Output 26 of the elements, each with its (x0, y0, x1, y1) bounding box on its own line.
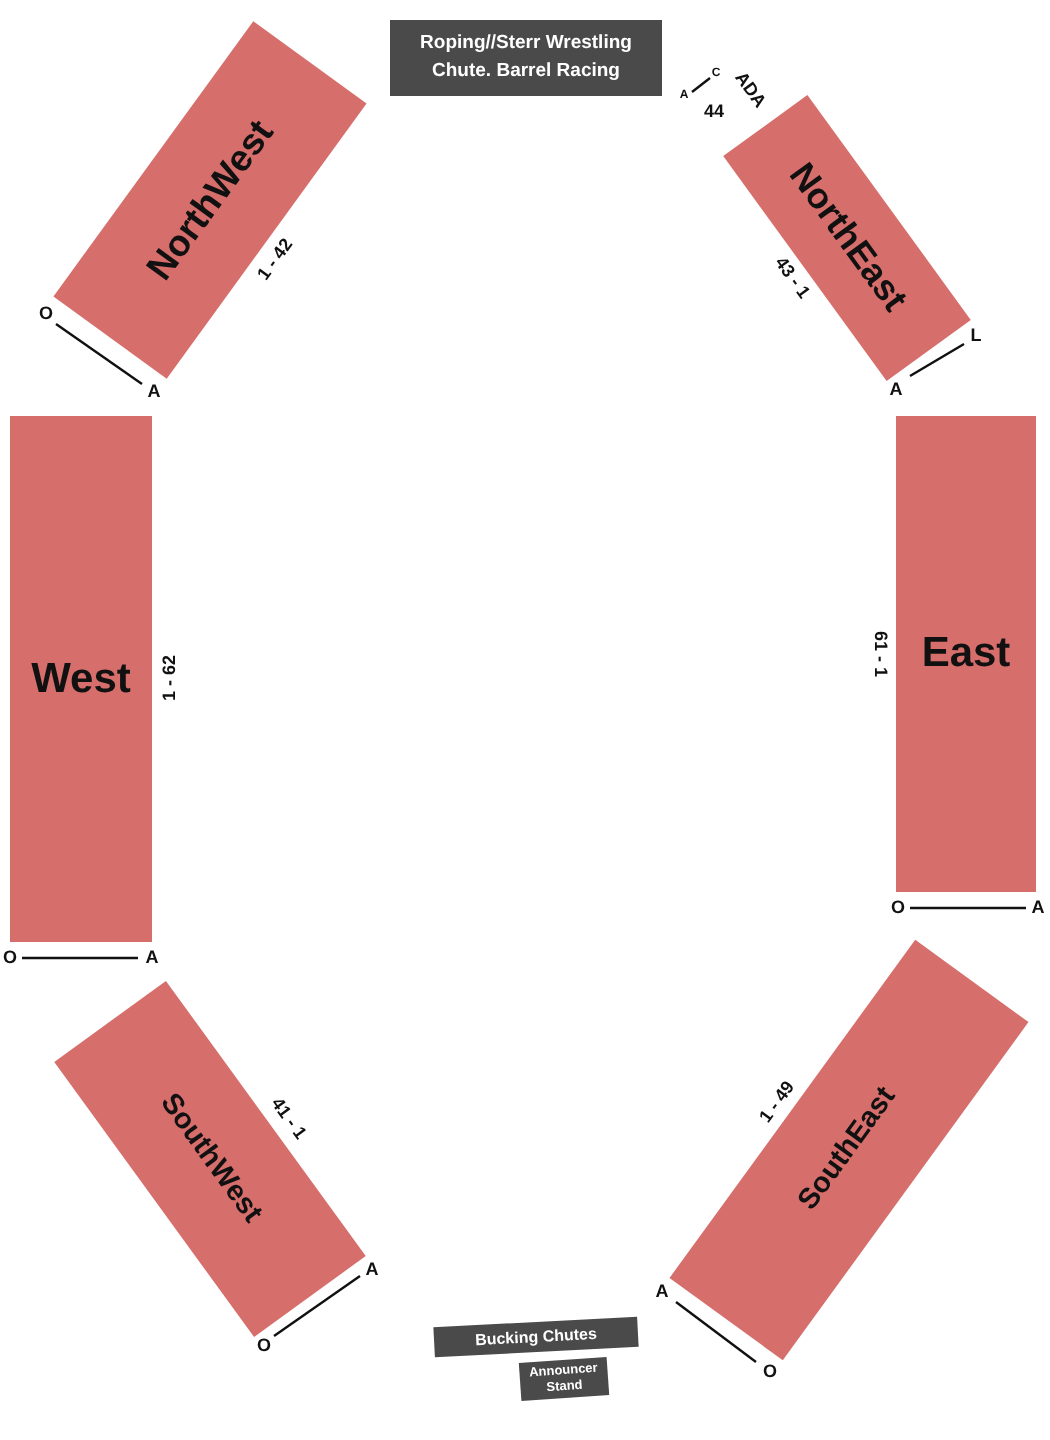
row-letter: A (655, 1283, 669, 1301)
row-letter: O (257, 1337, 271, 1355)
arena-feature-box (390, 20, 662, 96)
row-letter: O (763, 1363, 777, 1381)
row-letter: A (145, 949, 159, 967)
row-letter: A (365, 1261, 379, 1279)
arena-feature-box (518, 1356, 610, 1400)
feature-label: Bucking Chutes (474, 1324, 598, 1348)
row-range-label: 1 - 62 (161, 655, 179, 701)
feature-label: Roping//Sterr Wrestling Chute. Barrel Racing (418, 29, 634, 86)
row-letter: O (891, 899, 905, 917)
seating-section (896, 416, 1036, 892)
row-range-label: 61 - 1 (871, 631, 889, 677)
row-letter: O (3, 949, 17, 967)
row-letter: A (889, 381, 903, 399)
row-letter: A (1031, 899, 1045, 917)
row-letter: L (970, 327, 982, 345)
section-name: West (31, 655, 131, 703)
row-range-label: 41 - 1 (267, 1094, 309, 1142)
seating-section (10, 416, 152, 942)
section-name: East (921, 630, 1011, 678)
seat-number: 44 (704, 103, 724, 121)
row-letter: O (39, 305, 53, 323)
row-letter: A (147, 383, 161, 401)
row-range-label: 1 - 49 (755, 1078, 797, 1126)
arena-feature-box (433, 1315, 639, 1357)
